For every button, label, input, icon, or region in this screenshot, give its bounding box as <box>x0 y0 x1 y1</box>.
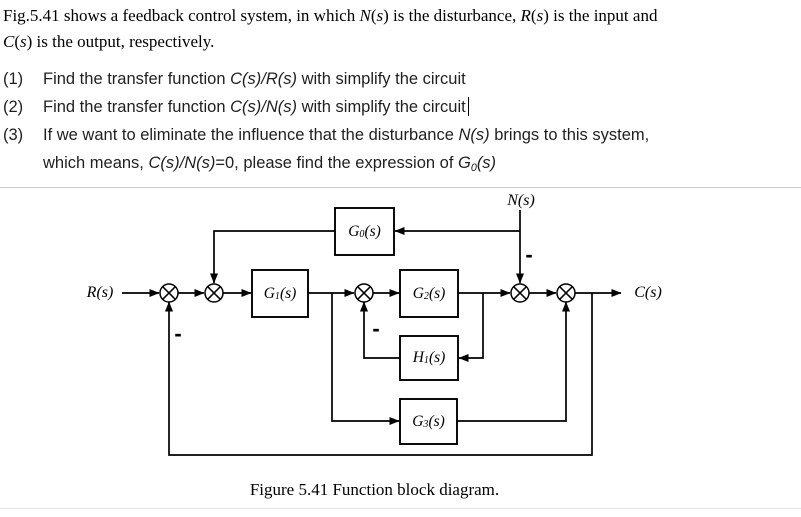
problem-item-3-cont[interactable]: which means, C(s)/N(s)=0, please find th… <box>3 149 801 179</box>
intro-line-1[interactable]: Fig.5.41 shows a feedback control system… <box>3 6 658 25</box>
summing-junction-2[interactable] <box>204 283 224 303</box>
item-3-number: (3) <box>3 126 24 144</box>
item-1-number: (1) <box>3 70 24 88</box>
summing-junction-3[interactable] <box>354 283 374 303</box>
problem-item-1[interactable]: (1) Find the transfer function C(s)/R(s)… <box>3 65 801 93</box>
item-3-text-2[interactable]: which means, C(s)/N(s)=0, please find th… <box>43 154 497 174</box>
item-2-number: (2) <box>3 98 24 116</box>
bottom-divider <box>0 508 801 509</box>
output-label: C(s) <box>634 284 662 301</box>
conn-g3-to-j5 <box>457 301 570 422</box>
text-cursor <box>467 97 470 116</box>
block-g2[interactable] <box>399 269 459 318</box>
item-3-indent <box>3 149 43 179</box>
conn-main-to-g3 <box>331 293 400 425</box>
input-label: R(s) <box>86 284 114 301</box>
outer-feedback-minus-sign: - <box>174 321 182 346</box>
conn-g0-to-j2 <box>210 230 335 284</box>
disturbance-minus-sign: - <box>525 242 533 267</box>
conn-outer-feedback <box>165 293 593 456</box>
summing-junction-4[interactable] <box>510 283 530 303</box>
block-g3[interactable] <box>399 398 458 445</box>
block-g1[interactable] <box>251 269 309 318</box>
summing-junctions <box>159 283 576 303</box>
problem-items: (1) Find the transfer function C(s)/R(s)… <box>0 65 801 179</box>
block-h1[interactable] <box>399 335 459 381</box>
block-g0[interactable] <box>334 207 395 256</box>
item-3-text[interactable]: If we want to eliminate the influence th… <box>43 126 650 144</box>
connectors <box>122 210 622 456</box>
blocks <box>251 207 459 445</box>
block-diagram-svg <box>122 207 622 456</box>
section-divider <box>0 187 801 188</box>
intro-line-2[interactable]: C(s) is the output, respectively. <box>3 32 215 51</box>
item-2-text[interactable]: Find the transfer function C(s)/N(s) wit… <box>43 98 466 116</box>
item-2-line[interactable]: Find the transfer function C(s)/N(s) wit… <box>43 93 470 121</box>
item-1-text[interactable]: Find the transfer function C(s)/R(s) wit… <box>43 70 466 88</box>
figure-caption[interactable]: Figure 5.41 Function block diagram. <box>249 480 500 499</box>
conn-h1-to-j3 <box>360 301 400 359</box>
problem-intro[interactable]: Fig.5.41 shows a feedback control system… <box>0 0 801 55</box>
problem-item-2[interactable]: (2) Find the transfer function C(s)/N(s)… <box>3 93 801 121</box>
disturbance-label: N(s) <box>507 192 535 209</box>
summing-junction-1[interactable] <box>159 283 179 303</box>
h1-feedback-minus-sign: - <box>372 316 380 341</box>
problem-item-3[interactable]: (3) If we want to eliminate the influenc… <box>3 121 801 149</box>
conn-g2-to-h1 <box>458 293 484 362</box>
summing-junction-5[interactable] <box>556 283 576 303</box>
